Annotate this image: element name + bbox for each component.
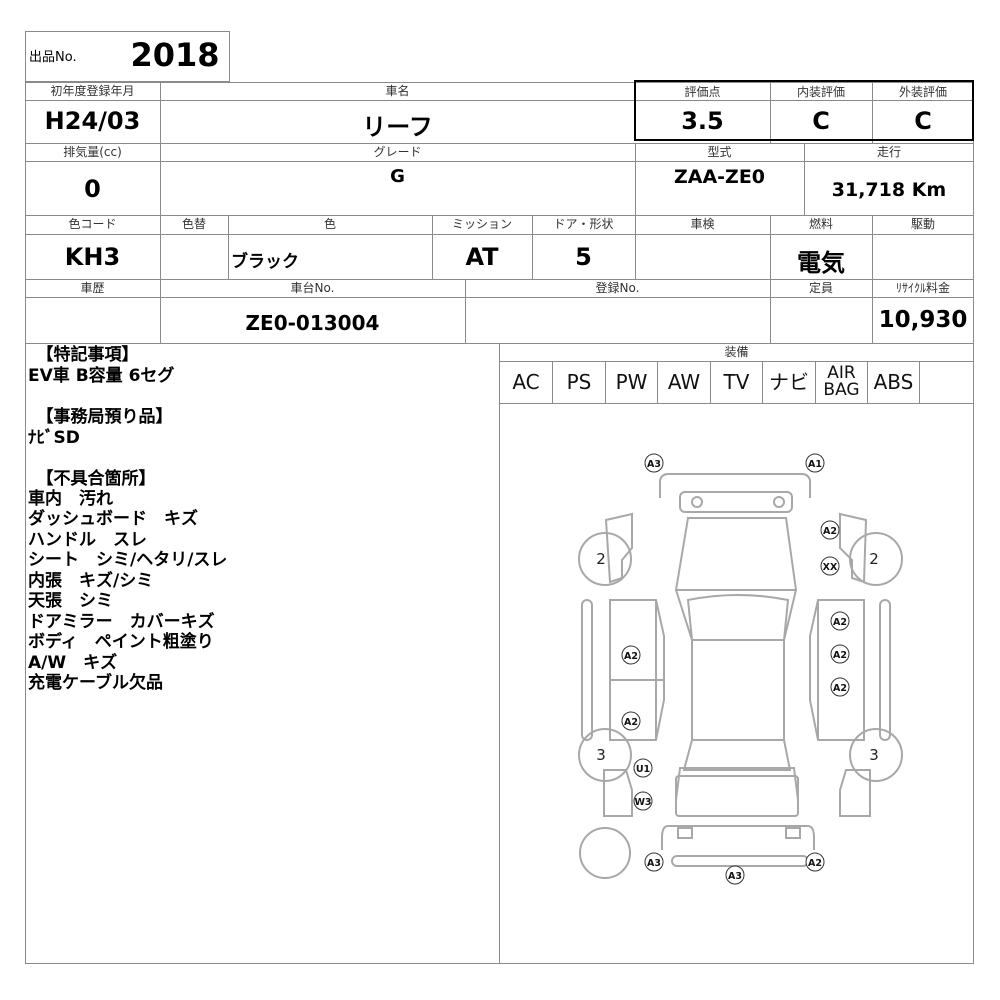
damage-mark: A2 (624, 651, 638, 662)
doors-value: 5 (575, 243, 592, 271)
exterior-label: 外装評価 (898, 85, 947, 99)
equip-bag: BAG (823, 380, 860, 400)
damage-mark: A2 (823, 526, 837, 537)
score-value: 3.5 (681, 107, 724, 135)
model-value: ZAA-ZE0 (673, 166, 766, 188)
chassis-value: ZE0-013004 (245, 311, 380, 335)
car-name-value: リーフ (362, 113, 433, 141)
special-header: 【特記事項】 (28, 345, 139, 365)
lot-box (25, 31, 230, 82)
fuel-value: 電気 (797, 249, 845, 277)
first-reg-value: H24/03 (44, 107, 141, 135)
lot-number: 2018 (130, 36, 220, 74)
damage-mark: A1 (808, 459, 822, 470)
color-code-label: 色コード (68, 217, 117, 231)
color-code-value: KH3 (64, 243, 121, 271)
equip-tv: TV (723, 370, 750, 394)
equip-air: AIR (827, 363, 856, 383)
damage-mark: A2 (833, 650, 847, 661)
tire-front-right: 2 (869, 550, 879, 568)
defect-item: 天張 シミ (28, 591, 113, 611)
tire-front-left: 2 (596, 550, 606, 568)
damage-mark: A2 (808, 858, 822, 869)
office-header: 【事務局預り品】 (28, 407, 173, 427)
damage-mark: A3 (647, 459, 661, 470)
evaluation-box (634, 80, 974, 141)
drive-label: 駆動 (910, 217, 935, 231)
displacement-label: 排気量(cc) (63, 145, 122, 159)
transmission-label: ミッション (451, 217, 512, 231)
fuel-label: 燃料 (808, 217, 833, 231)
equip-aw: AW (667, 370, 701, 394)
chassis-label: 車台No. (290, 281, 335, 295)
equip-ps: PS (566, 370, 592, 394)
recycle-value: 10,930 (878, 307, 968, 333)
defect-item: ドアミラー カバーキズ (28, 612, 215, 632)
damage-mark: U1 (636, 764, 650, 775)
displacement-value: 0 (84, 175, 101, 203)
grade-value: G (390, 166, 405, 187)
equip-pw: PW (615, 370, 648, 394)
car-damage-diagram: 2 2 3 3 A3 A1 A2 XX A2 A2 A2 A2 A2 U1 W3… (578, 453, 903, 885)
special-text: EV車 B容量 6セグ (28, 366, 175, 386)
equip-airbag: AIR BAG (816, 362, 867, 405)
first-reg-label: 初年度登録年月 (50, 84, 135, 98)
transmission-value: AT (465, 243, 499, 271)
equip-abs: ABS (873, 370, 914, 394)
interior-value: C (812, 107, 830, 135)
inspection-label: 車検 (690, 217, 715, 231)
car-name-label: 車名 (385, 84, 410, 98)
grade-label: グレード (373, 145, 422, 159)
defect-item: 車内 汚れ (28, 489, 113, 509)
defect-item: ダッシュボード キズ (28, 509, 198, 529)
equip-ac: AC (512, 370, 540, 394)
mileage-label: 走行 (876, 145, 901, 159)
damage-mark: A2 (833, 617, 847, 628)
lot-label: 出品No. (29, 50, 77, 65)
tire-rear-left: 3 (596, 746, 606, 764)
score-label: 評価点 (684, 85, 721, 99)
recycle-label: ﾘｻｲｸﾙ料金 (895, 281, 950, 295)
defects-header: 【不具合箇所】 (28, 469, 156, 489)
equipment-label: 装備 (724, 345, 749, 359)
damage-mark: A2 (624, 717, 638, 728)
exterior-value: C (914, 107, 932, 135)
tire-rear-right: 3 (869, 746, 879, 764)
damage-mark: XX (823, 562, 838, 573)
office-text: ﾅﾋﾞSD (28, 428, 80, 448)
damage-mark: A2 (833, 683, 847, 694)
defect-item: 内張 キズ/シミ (28, 571, 154, 591)
defect-item: ハンドル スレ (28, 530, 147, 550)
equip-navi: ナビ (769, 370, 809, 394)
defect-item: シート シミ/ヘタリ/スレ (28, 550, 228, 570)
defect-item: ボディ ペイント粗塗り (28, 632, 214, 652)
capacity-label: 定員 (808, 281, 833, 295)
registration-label: 登録No. (595, 281, 640, 295)
doors-label: ドア・形状 (553, 217, 614, 231)
defect-item: 充電ケーブル欠品 (28, 673, 163, 693)
history-label: 車歴 (80, 281, 105, 295)
interior-label: 内装評価 (796, 85, 845, 99)
repaint-label: 色替 (181, 217, 206, 231)
color-label: 色 (323, 217, 336, 231)
damage-mark: A3 (728, 871, 742, 882)
damage-mark: W3 (634, 797, 651, 808)
color-value: ブラック (231, 252, 299, 272)
model-label: 型式 (707, 145, 732, 159)
mileage-value: 31,718 Km (831, 179, 947, 201)
defect-item: A/W キズ (28, 653, 118, 673)
damage-mark: A3 (647, 858, 661, 869)
